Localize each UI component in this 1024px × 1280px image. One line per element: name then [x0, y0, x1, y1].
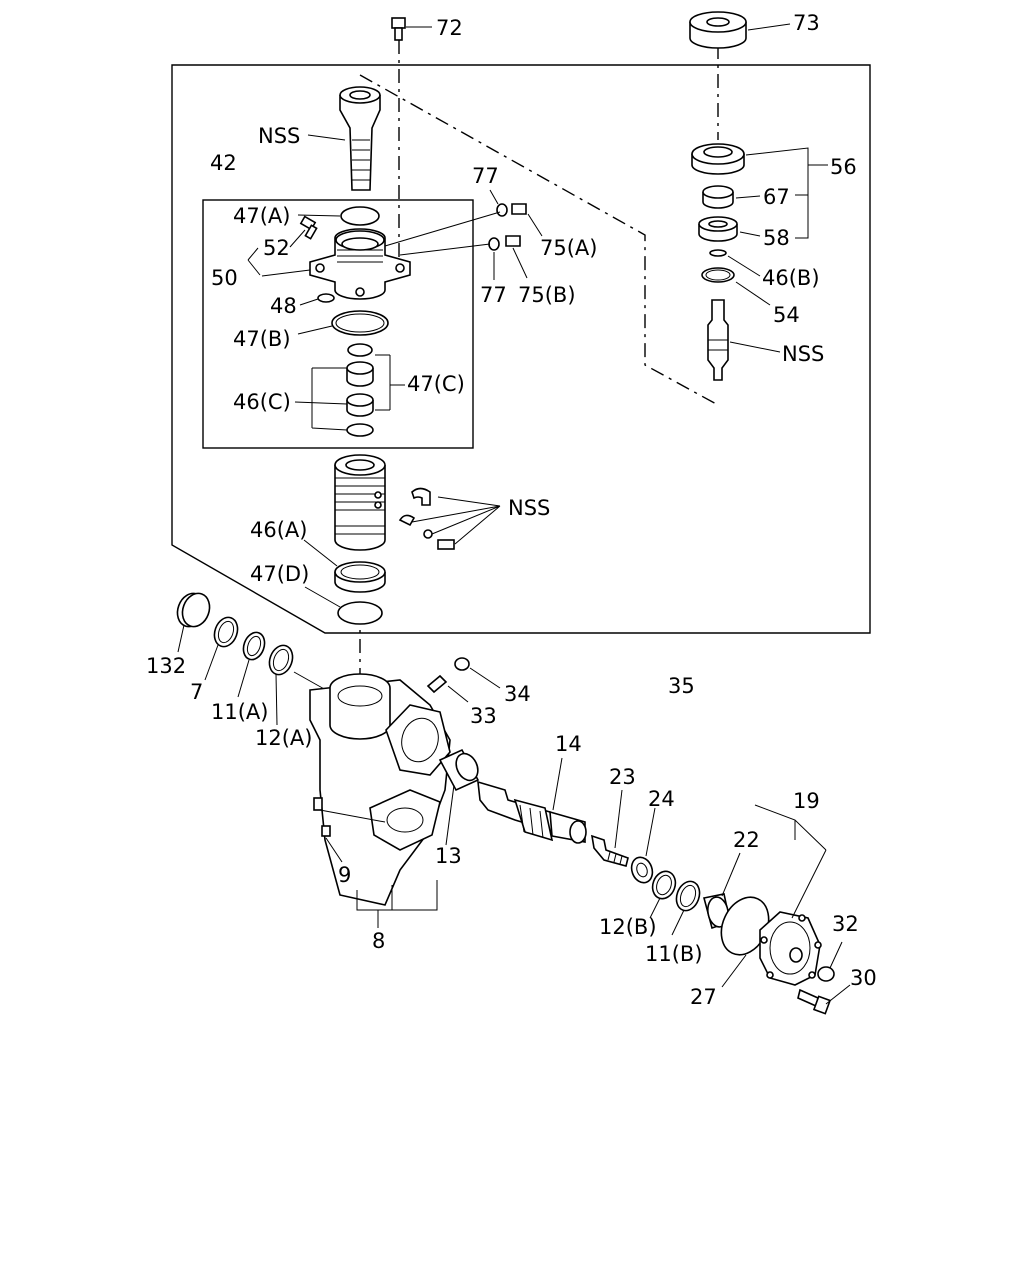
label-42: 42	[210, 151, 237, 175]
washer-48-shape	[317, 293, 335, 303]
seal-rings-46c-47c-shape	[346, 343, 374, 437]
label-56: 56	[830, 155, 857, 179]
label-46c: 46(C)	[233, 390, 291, 414]
label-14: 14	[555, 732, 582, 756]
label-19: 19	[793, 789, 820, 813]
input-shaft-shape	[339, 86, 381, 191]
label-72: 72	[436, 16, 463, 40]
gear-housing-8-shape	[309, 673, 451, 906]
label-12a: 12(A)	[255, 726, 312, 750]
label-22: 22	[733, 828, 760, 852]
label-33: 33	[470, 704, 497, 728]
valve-spool-shape	[707, 299, 729, 381]
label-47d: 47(D)	[250, 562, 309, 586]
label-54: 54	[773, 303, 800, 327]
label-46b: 46(B)	[762, 266, 820, 290]
label-nss-mid: NSS	[508, 496, 550, 520]
seals-12b-11b-shapes	[651, 870, 701, 912]
label-47b: 47(B)	[233, 327, 291, 351]
adjust-screw-23-shape	[590, 834, 629, 867]
label-35: 35	[668, 674, 695, 698]
bolt-30-shape	[797, 988, 832, 1015]
label-52: 52	[263, 236, 290, 260]
side-cover-19-shape	[759, 911, 822, 986]
bolt-72-shape	[391, 17, 406, 41]
valve-assembly-56-shape	[691, 143, 745, 283]
label-75a: 75(A)	[540, 236, 597, 260]
label-58: 58	[763, 226, 790, 250]
label-73: 73	[793, 11, 820, 35]
label-27: 27	[690, 985, 717, 1009]
nut-24-shape	[630, 856, 654, 884]
label-nss-top: NSS	[258, 124, 300, 148]
ring-46a-shape	[334, 561, 386, 593]
label-7: 7	[190, 680, 203, 704]
label-30: 30	[850, 966, 877, 990]
assembly-dashed-line-valve	[359, 74, 719, 406]
label-46a: 46(A)	[250, 518, 307, 542]
fitting-33-34-shapes	[426, 657, 470, 694]
subassembly-box-42	[202, 199, 474, 449]
washer-73-shape	[689, 11, 747, 49]
fitting-77-75-shapes	[488, 203, 527, 251]
label-34: 34	[504, 682, 531, 706]
screw-52-shape	[299, 215, 318, 240]
o-ring-47b-shape	[331, 310, 389, 336]
o-ring-47a-shape	[340, 206, 380, 226]
label-8: 8	[372, 929, 385, 953]
label-13: 13	[435, 844, 462, 868]
label-67: 67	[763, 185, 790, 209]
label-32: 32	[832, 912, 859, 936]
nut-32-shape	[817, 966, 835, 982]
label-75b: 75(B)	[518, 283, 576, 307]
piston-rack-shape	[334, 454, 386, 551]
label-132: 132	[146, 654, 186, 678]
ball-return-parts-shape	[398, 487, 455, 550]
seals-left-shapes	[176, 592, 294, 676]
label-77-upper: 77	[472, 164, 499, 188]
o-ring-47d-shape	[337, 601, 383, 625]
assembly-frame-35	[171, 64, 871, 634]
sector-shaft-14-shape	[477, 780, 587, 844]
label-50: 50	[211, 266, 238, 290]
label-48: 48	[270, 294, 297, 318]
label-nss-right: NSS	[782, 342, 824, 366]
bearing-13-shape	[438, 748, 480, 792]
label-12b: 12(B)	[599, 915, 657, 939]
label-23: 23	[609, 765, 636, 789]
label-47c: 47(C)	[407, 372, 465, 396]
label-47a: 47(A)	[233, 204, 290, 228]
label-24: 24	[648, 787, 675, 811]
label-11a: 11(A)	[211, 700, 268, 724]
label-11b: 11(B)	[645, 942, 703, 966]
valve-housing-50-shape	[309, 228, 411, 300]
label-77-lower: 77	[480, 283, 507, 307]
label-9: 9	[338, 863, 351, 887]
